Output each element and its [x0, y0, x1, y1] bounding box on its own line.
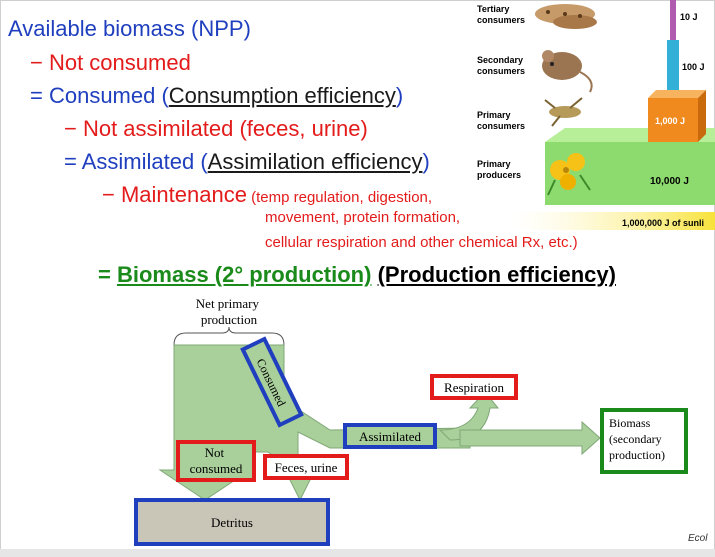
producers-label-1: Primary: [477, 159, 511, 169]
bottom-bar: [0, 549, 715, 557]
outline-not-consumed: − Not consumed: [30, 50, 191, 75]
detritus-label: Detritus: [211, 515, 253, 530]
production-efficiency-label: (Production efficiency): [377, 262, 616, 287]
producers-label-2: producers: [477, 170, 521, 180]
biomass-label: Biomass (secondary production): [609, 416, 665, 462]
source-credit: Ecol: [688, 533, 708, 544]
producers-block: [545, 142, 715, 205]
npp-label-2: production: [201, 312, 258, 327]
maintenance-detail-1: (temp regulation, digestion,: [246, 189, 433, 206]
npp-label-1: Net primary: [196, 296, 260, 311]
consumption-efficiency-label: Consumption efficiency: [168, 83, 396, 108]
secondary-consumers-energy: 100 J: [682, 62, 705, 72]
maintenance-detail-2: movement, protein formation,: [265, 209, 461, 226]
sunlight-band: [510, 212, 715, 230]
assimilated-box: [343, 423, 437, 449]
maintenance-label: − Maintenance: [102, 182, 247, 207]
npp-brace: [173, 326, 285, 346]
not-consumed-label: Not consumed: [190, 445, 243, 476]
not-consumed-label-1: Not: [205, 445, 225, 460]
tertiary-label-1: Tertiary: [477, 4, 509, 14]
tertiary-label-2: consumers: [477, 15, 525, 25]
consumed-label: = Consumed (: [30, 83, 169, 108]
biomass-2-production-label: Biomass (2° production): [116, 262, 372, 287]
biomass-label-2: (secondary: [609, 432, 662, 446]
assimilated-label: Assimilated: [359, 429, 422, 444]
primary-consumers-energy: 1,000 J: [655, 116, 685, 126]
outline-available-biomass: Available biomass (NPP): [8, 16, 251, 41]
primary-consumers-block: [648, 98, 698, 142]
secondary-label: Secondary consumers: [477, 55, 526, 76]
feces-urine-box: [263, 454, 349, 480]
outline-not-assimilated: − Not assimilated (feces, urine): [64, 116, 368, 141]
feces-urine-label: Feces, urine: [275, 460, 338, 475]
assimilated-close: ): [422, 149, 430, 174]
biomass-equals: =: [98, 262, 117, 287]
mouse-icon: [542, 50, 593, 93]
tertiary-label: Tertiary consumers: [477, 4, 525, 25]
biomass-label-3: production): [609, 448, 665, 462]
npp-label: Net primary production: [196, 296, 262, 327]
biomass-box: [600, 408, 688, 474]
assimilated-label: = Assimilated (: [64, 149, 208, 174]
assimilation-efficiency-label: Assimilation efficiency: [207, 149, 423, 174]
consumed-close: ): [395, 83, 404, 108]
respiration-label: Respiration: [444, 380, 504, 395]
maintenance-detail-3: cellular respiration and other chemical …: [265, 234, 578, 251]
outline-maintenance: − Maintenance (temp regulation, digestio…: [102, 182, 432, 208]
outline-assimilated: = Assimilated (Assimilation efficiency): [64, 149, 430, 175]
primary-consumers-block-top: [648, 90, 706, 98]
producers-energy: 10,000 J: [650, 176, 689, 187]
primary-consumers-label-1: Primary: [477, 110, 511, 120]
secondary-consumers-column: [667, 40, 679, 90]
flower-icon: [547, 153, 591, 196]
tertiary-consumers-column: [670, 0, 676, 40]
detritus-box: [134, 498, 330, 546]
tertiary-consumers-energy: 10 J: [680, 12, 698, 22]
not-consumed-label-2: consumed: [190, 461, 243, 476]
grasshopper-icon: [544, 97, 583, 127]
biomass-label-1: Biomass: [609, 416, 651, 430]
consumed-box: Consumed: [240, 336, 304, 428]
secondary-label-2: consumers: [477, 66, 525, 76]
secondary-label-1: Secondary: [477, 55, 523, 65]
primary-consumers-label-2: consumers: [477, 121, 525, 131]
primary-consumers-label: Primary consumers: [477, 110, 525, 131]
snake-icon: [535, 4, 597, 29]
producers-label: Primary producers: [477, 159, 521, 180]
biomass-arrow: [459, 420, 601, 456]
not-consumed-box: [176, 440, 256, 482]
sunlight-label: 1,000,000 J of sunli: [622, 218, 704, 228]
primary-consumers-block-side: [698, 90, 706, 142]
outline-consumed: = Consumed (Consumption efficiency): [30, 83, 403, 109]
respiration-box: [430, 374, 518, 400]
outline-biomass-production: = Biomass (2° production) (Production ef…: [98, 262, 616, 288]
